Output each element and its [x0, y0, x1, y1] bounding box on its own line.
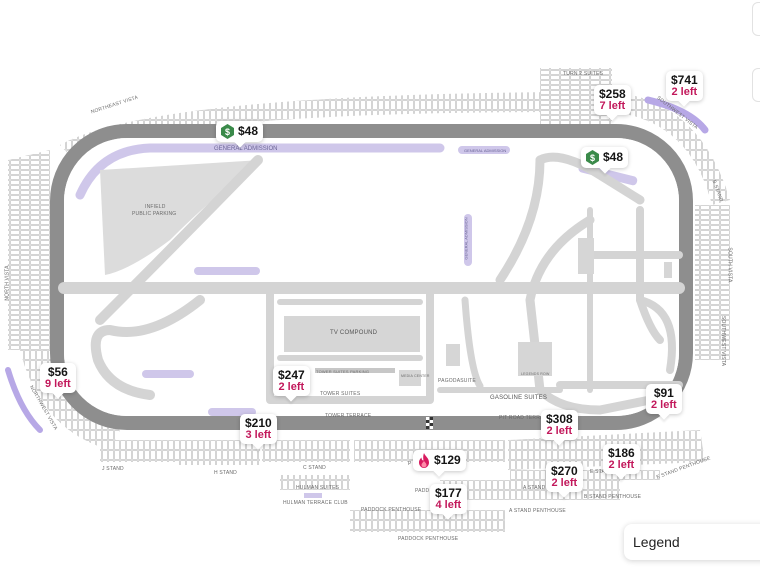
price-pin-741[interactable]: $741 2 left	[666, 71, 703, 102]
pin-availability: 2 left	[608, 458, 635, 471]
label-north-vista: NORTH VISTA	[4, 265, 11, 301]
price-pin-270[interactable]: $270 2 left	[546, 462, 583, 493]
race-track	[50, 124, 693, 430]
ga-strip-vertical	[464, 214, 472, 266]
price-pin-247[interactable]: $247 2 left	[273, 366, 310, 397]
label-e-stand: E STAND	[590, 469, 613, 475]
label-ga-vertical: GENERAL ADMISSION	[463, 217, 469, 260]
pin-price: $308	[546, 412, 573, 426]
ga-strip-top	[75, 143, 445, 200]
hulman-terrace-marker	[304, 493, 322, 498]
media-center-building	[399, 370, 421, 386]
price-pin-48-top[interactable]: $ $48	[216, 121, 264, 142]
highlight-southwest-vista	[644, 96, 709, 134]
infield-roads	[58, 152, 685, 415]
label-b-stand-penthouse: B STAND PENTHOUSE	[584, 494, 642, 500]
label-public-parking: PUBLIC PARKING	[132, 211, 177, 217]
pin-price: $247	[278, 368, 305, 382]
label-c-stand: C STAND	[303, 465, 326, 471]
label-hulman-terrace-club: HULMAN TERRACE CLUB	[283, 500, 348, 506]
label-tv-compound: TV COMPOUND	[330, 330, 378, 336]
legend-label: Legend	[633, 534, 680, 550]
label-media-center: MEDIA CENTER	[401, 374, 430, 378]
pin-availability: 2 left	[551, 476, 578, 489]
label-pagodasuite: PAGODASUITE	[438, 378, 476, 384]
tv-compound-building	[284, 316, 420, 352]
label-paddock: PADD	[415, 488, 430, 494]
label-turn2-suites: TURN 2 SUITES	[563, 71, 604, 77]
price-pin-308[interactable]: $308 2 left	[541, 410, 578, 441]
price-pin-210[interactable]: $210 3 left	[240, 414, 277, 445]
label-a-stand: A STAND	[523, 485, 546, 491]
label-paddock-penthouse-2: PADDOCK PENTHOUSE	[398, 536, 459, 542]
ga-strip-left	[142, 370, 194, 378]
label-h-stand: H STAND	[214, 470, 237, 476]
zoom-in-button[interactable]	[752, 2, 760, 36]
label-p: P	[408, 461, 412, 467]
price-pin-177[interactable]: $177 4 left	[430, 484, 467, 515]
zoom-out-button[interactable]	[752, 68, 760, 102]
pin-availability: 2 left	[546, 424, 573, 437]
label-south-vista: SOUTH VISTA	[726, 247, 733, 283]
legend-button[interactable]: Legend	[624, 524, 760, 560]
label-ga-small: GENERAL ADMISSION	[464, 148, 507, 153]
pin-price: $186	[608, 446, 635, 460]
ga-strip-small	[458, 146, 510, 154]
pin-price: $91	[653, 386, 674, 400]
pin-availability: 2 left	[651, 398, 677, 411]
price-pin-48-right[interactable]: $ $48	[581, 147, 629, 168]
label-paddock-penthouse: PADDOCK PENTHOUSE	[361, 507, 422, 513]
price-pin-129[interactable]: $129	[413, 450, 466, 471]
pit-building	[578, 238, 594, 274]
label-a-stand-penthouse: A STAND PENTHOUSE	[509, 508, 566, 514]
label-legends-row: LEGENDS ROW	[521, 372, 550, 376]
label-general-admission-main: GENERAL ADMISSION	[214, 146, 278, 152]
label-southwest-vista-2: SOUTHWEST VISTA	[720, 315, 727, 367]
pin-price: $48	[603, 150, 624, 165]
label-tower-suites-parking: TOWER SUITES PARKING	[316, 369, 370, 374]
label-infield: INFIELD	[145, 204, 166, 210]
price-pin-186[interactable]: $186 2 left	[603, 444, 640, 475]
legends-row-building	[518, 342, 552, 376]
pin-price: $741	[671, 73, 698, 87]
label-tower-suites: TOWER SUITES	[320, 391, 361, 397]
pagoda-building	[446, 344, 460, 366]
tower-suites-parking-lot	[315, 368, 395, 373]
price-pin-91[interactable]: $91 2 left	[646, 384, 682, 415]
pin-availability: 9 left	[45, 377, 71, 390]
price-pin-258[interactable]: $258 7 left	[594, 85, 631, 116]
fire-icon	[419, 453, 429, 468]
pin-availability: 3 left	[245, 428, 272, 441]
pin-availability: 4 left	[435, 498, 462, 511]
label-gasoline-suites: GASOLINE SUITES	[490, 395, 548, 401]
highlight-northwest-vista	[5, 367, 43, 433]
pin-price: $129	[434, 453, 461, 468]
pin-price: $258	[599, 87, 626, 101]
label-hulman-suites: HULMAN SUITES	[296, 485, 340, 491]
pin-price: $210	[245, 416, 272, 430]
pin-availability: 7 left	[599, 99, 626, 112]
svg-text:$: $	[590, 153, 595, 163]
label-tower-terrace: TOWER TERRACE	[325, 413, 372, 419]
label-j-stand: J STAND	[102, 466, 124, 472]
label-pit-road-terrace: PIT ROAD TERRACE	[499, 415, 551, 421]
pin-price: $56	[47, 365, 68, 379]
pin-price: $270	[551, 464, 578, 478]
pin-price: $48	[238, 124, 259, 139]
ga-strip-infield	[194, 267, 260, 275]
svg-text:$: $	[225, 127, 230, 137]
pin-price: $177	[435, 486, 462, 500]
infield-parking	[100, 160, 260, 275]
small-building-right	[664, 262, 672, 278]
pin-availability: 2 left	[278, 380, 305, 393]
dollar-sign-icon: $	[221, 124, 234, 139]
pin-availability: 2 left	[671, 85, 698, 98]
price-pin-56[interactable]: $56 9 left	[40, 363, 76, 394]
dollar-sign-icon: $	[586, 150, 599, 165]
